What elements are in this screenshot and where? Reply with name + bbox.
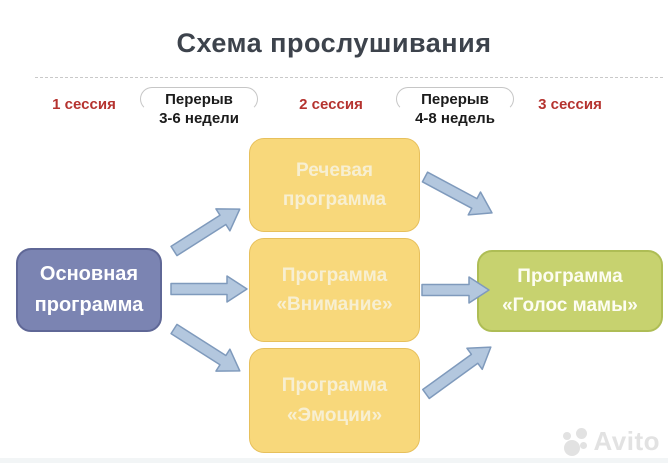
arrow-right-icon	[421, 276, 490, 304]
break-2-duration: 4-8 недель	[415, 110, 495, 127]
arrow-up-right-icon	[422, 346, 492, 400]
arrow-up-right-icon	[170, 208, 241, 257]
target-program-box: Программа «Голос мамы»	[477, 250, 663, 332]
arrow-down-right-icon	[421, 171, 493, 216]
attention-program-box: Программа «Внимание»	[249, 238, 420, 342]
source-program-line1: Основная	[39, 263, 139, 285]
arrow-right-icon	[170, 275, 248, 303]
target-program-line2: «Голос мамы»	[502, 295, 638, 316]
emotions-program-box: Программа «Эмоции»	[249, 348, 420, 453]
avito-watermark: Avito	[563, 426, 660, 457]
break-1-duration: 3-6 недели	[159, 110, 239, 127]
session-3-label: 3 сессия	[538, 96, 602, 113]
attention-program-line2: «Внимание»	[276, 294, 393, 315]
emotions-program-line1: Программа	[281, 375, 388, 397]
break-1-label: Перерыв	[140, 87, 258, 111]
separator-line	[35, 77, 663, 78]
break-2-label: Перерыв	[396, 87, 514, 111]
emotions-program-line2: «Эмоции»	[286, 404, 383, 426]
page-title: Схема прослушивания	[176, 28, 492, 58]
session-1-label: 1 сессия	[52, 96, 116, 113]
speech-program-line2: программа	[282, 189, 387, 210]
break-2: Перерыв 4-8 недель	[396, 87, 514, 127]
attention-program-line1: Программа	[281, 264, 388, 286]
bottom-edge-line	[0, 458, 668, 463]
session-2-label: 2 сессия	[299, 96, 363, 113]
speech-program-box: Речевая программа	[249, 138, 420, 232]
avito-logo-icon	[563, 427, 589, 457]
break-1: Перерыв 3-6 недели	[140, 87, 258, 127]
source-program-box: Основная программа	[16, 248, 162, 332]
avito-watermark-label: Avito	[593, 426, 660, 456]
target-program-line1: Программа	[517, 265, 623, 287]
source-program-line2: программа	[34, 294, 144, 316]
speech-program-line1: Речевая	[296, 159, 373, 181]
arrow-down-right-icon	[170, 323, 241, 372]
